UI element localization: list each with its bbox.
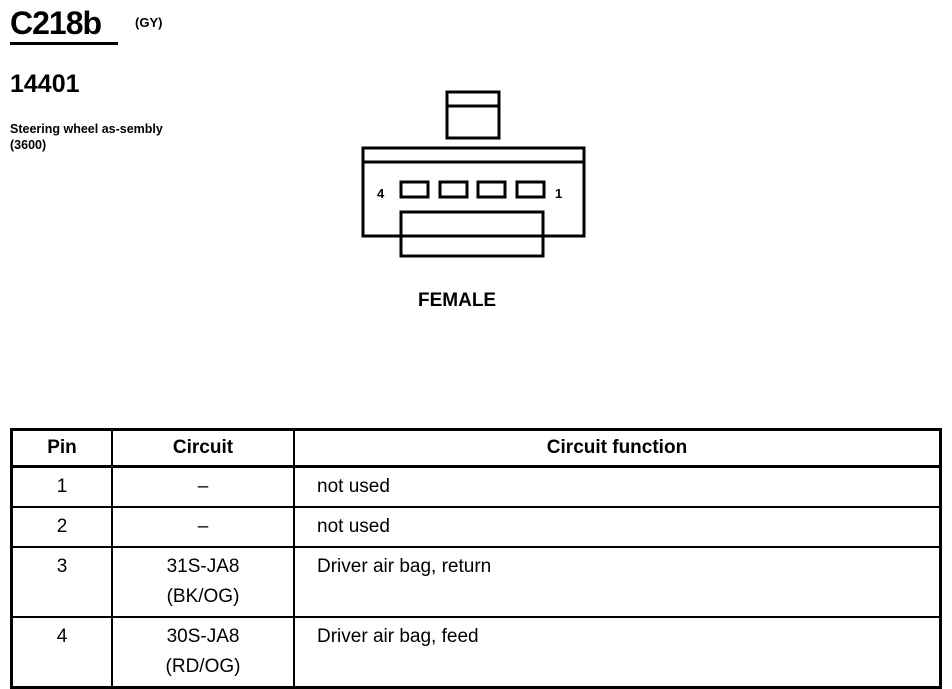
connector-housing — [361, 146, 586, 238]
pin-cavity-3 — [438, 180, 469, 199]
pin-cell: 2 — [10, 506, 113, 548]
circuit-number: 30S-JA8 — [166, 626, 240, 647]
connector-gender-label: FEMALE — [418, 290, 497, 311]
connector-key-tab — [399, 210, 545, 258]
function-cell: not used — [293, 465, 942, 508]
circuit-cell: 31S-JA8 (BK/OG) — [111, 546, 295, 618]
column-header-function: Circuit function — [293, 428, 942, 468]
pin-cell: 4 — [10, 616, 113, 689]
function-cell: Driver air bag, return — [293, 546, 942, 618]
table-row: 1 – not used — [10, 465, 942, 508]
function-cell: not used — [293, 506, 942, 548]
pin-cavity-1 — [515, 180, 546, 199]
circuit-cell: – — [111, 506, 295, 548]
table-row: 4 30S-JA8 (RD/OG) Driver air bag, feed — [10, 616, 942, 689]
pin-cavity-2 — [476, 180, 507, 199]
connector-face-drawing: 4 1 — [361, 90, 586, 258]
column-header-pin: Pin — [10, 428, 113, 468]
pin-cavity-4 — [399, 180, 430, 199]
pin-label-right: 1 — [555, 186, 562, 201]
connector-color: (GY) — [135, 15, 163, 30]
circuit-number: – — [197, 516, 209, 537]
connector-id: C218b — [10, 5, 102, 41]
circuit-number: 31S-JA8 — [166, 556, 240, 577]
circuit-number: – — [197, 476, 209, 497]
part-number: 14401 — [10, 70, 80, 98]
function-cell: Driver air bag, feed — [293, 616, 942, 689]
column-header-circuit: Circuit — [111, 428, 295, 468]
table-header-row: Pin Circuit Circuit function — [10, 428, 942, 468]
pin-cell: 3 — [10, 546, 113, 618]
component-description: Steering wheel as-sembly (3600) — [10, 122, 163, 152]
table-row: 2 – not used — [10, 506, 942, 548]
pin-assignment-table: Pin Circuit Circuit function 1 – not use… — [10, 428, 942, 689]
pin-cell: 1 — [10, 465, 113, 508]
pin-label-left: 4 — [377, 186, 385, 201]
connector-id-underline — [10, 42, 118, 45]
circuit-wire-color: (RD/OG) — [165, 656, 241, 677]
circuit-cell: – — [111, 465, 295, 508]
circuit-wire-color: (BK/OG) — [166, 586, 240, 607]
connector-latch — [445, 90, 501, 140]
circuit-cell: 30S-JA8 (RD/OG) — [111, 616, 295, 689]
table-row: 3 31S-JA8 (BK/OG) Driver air bag, return — [10, 546, 942, 618]
